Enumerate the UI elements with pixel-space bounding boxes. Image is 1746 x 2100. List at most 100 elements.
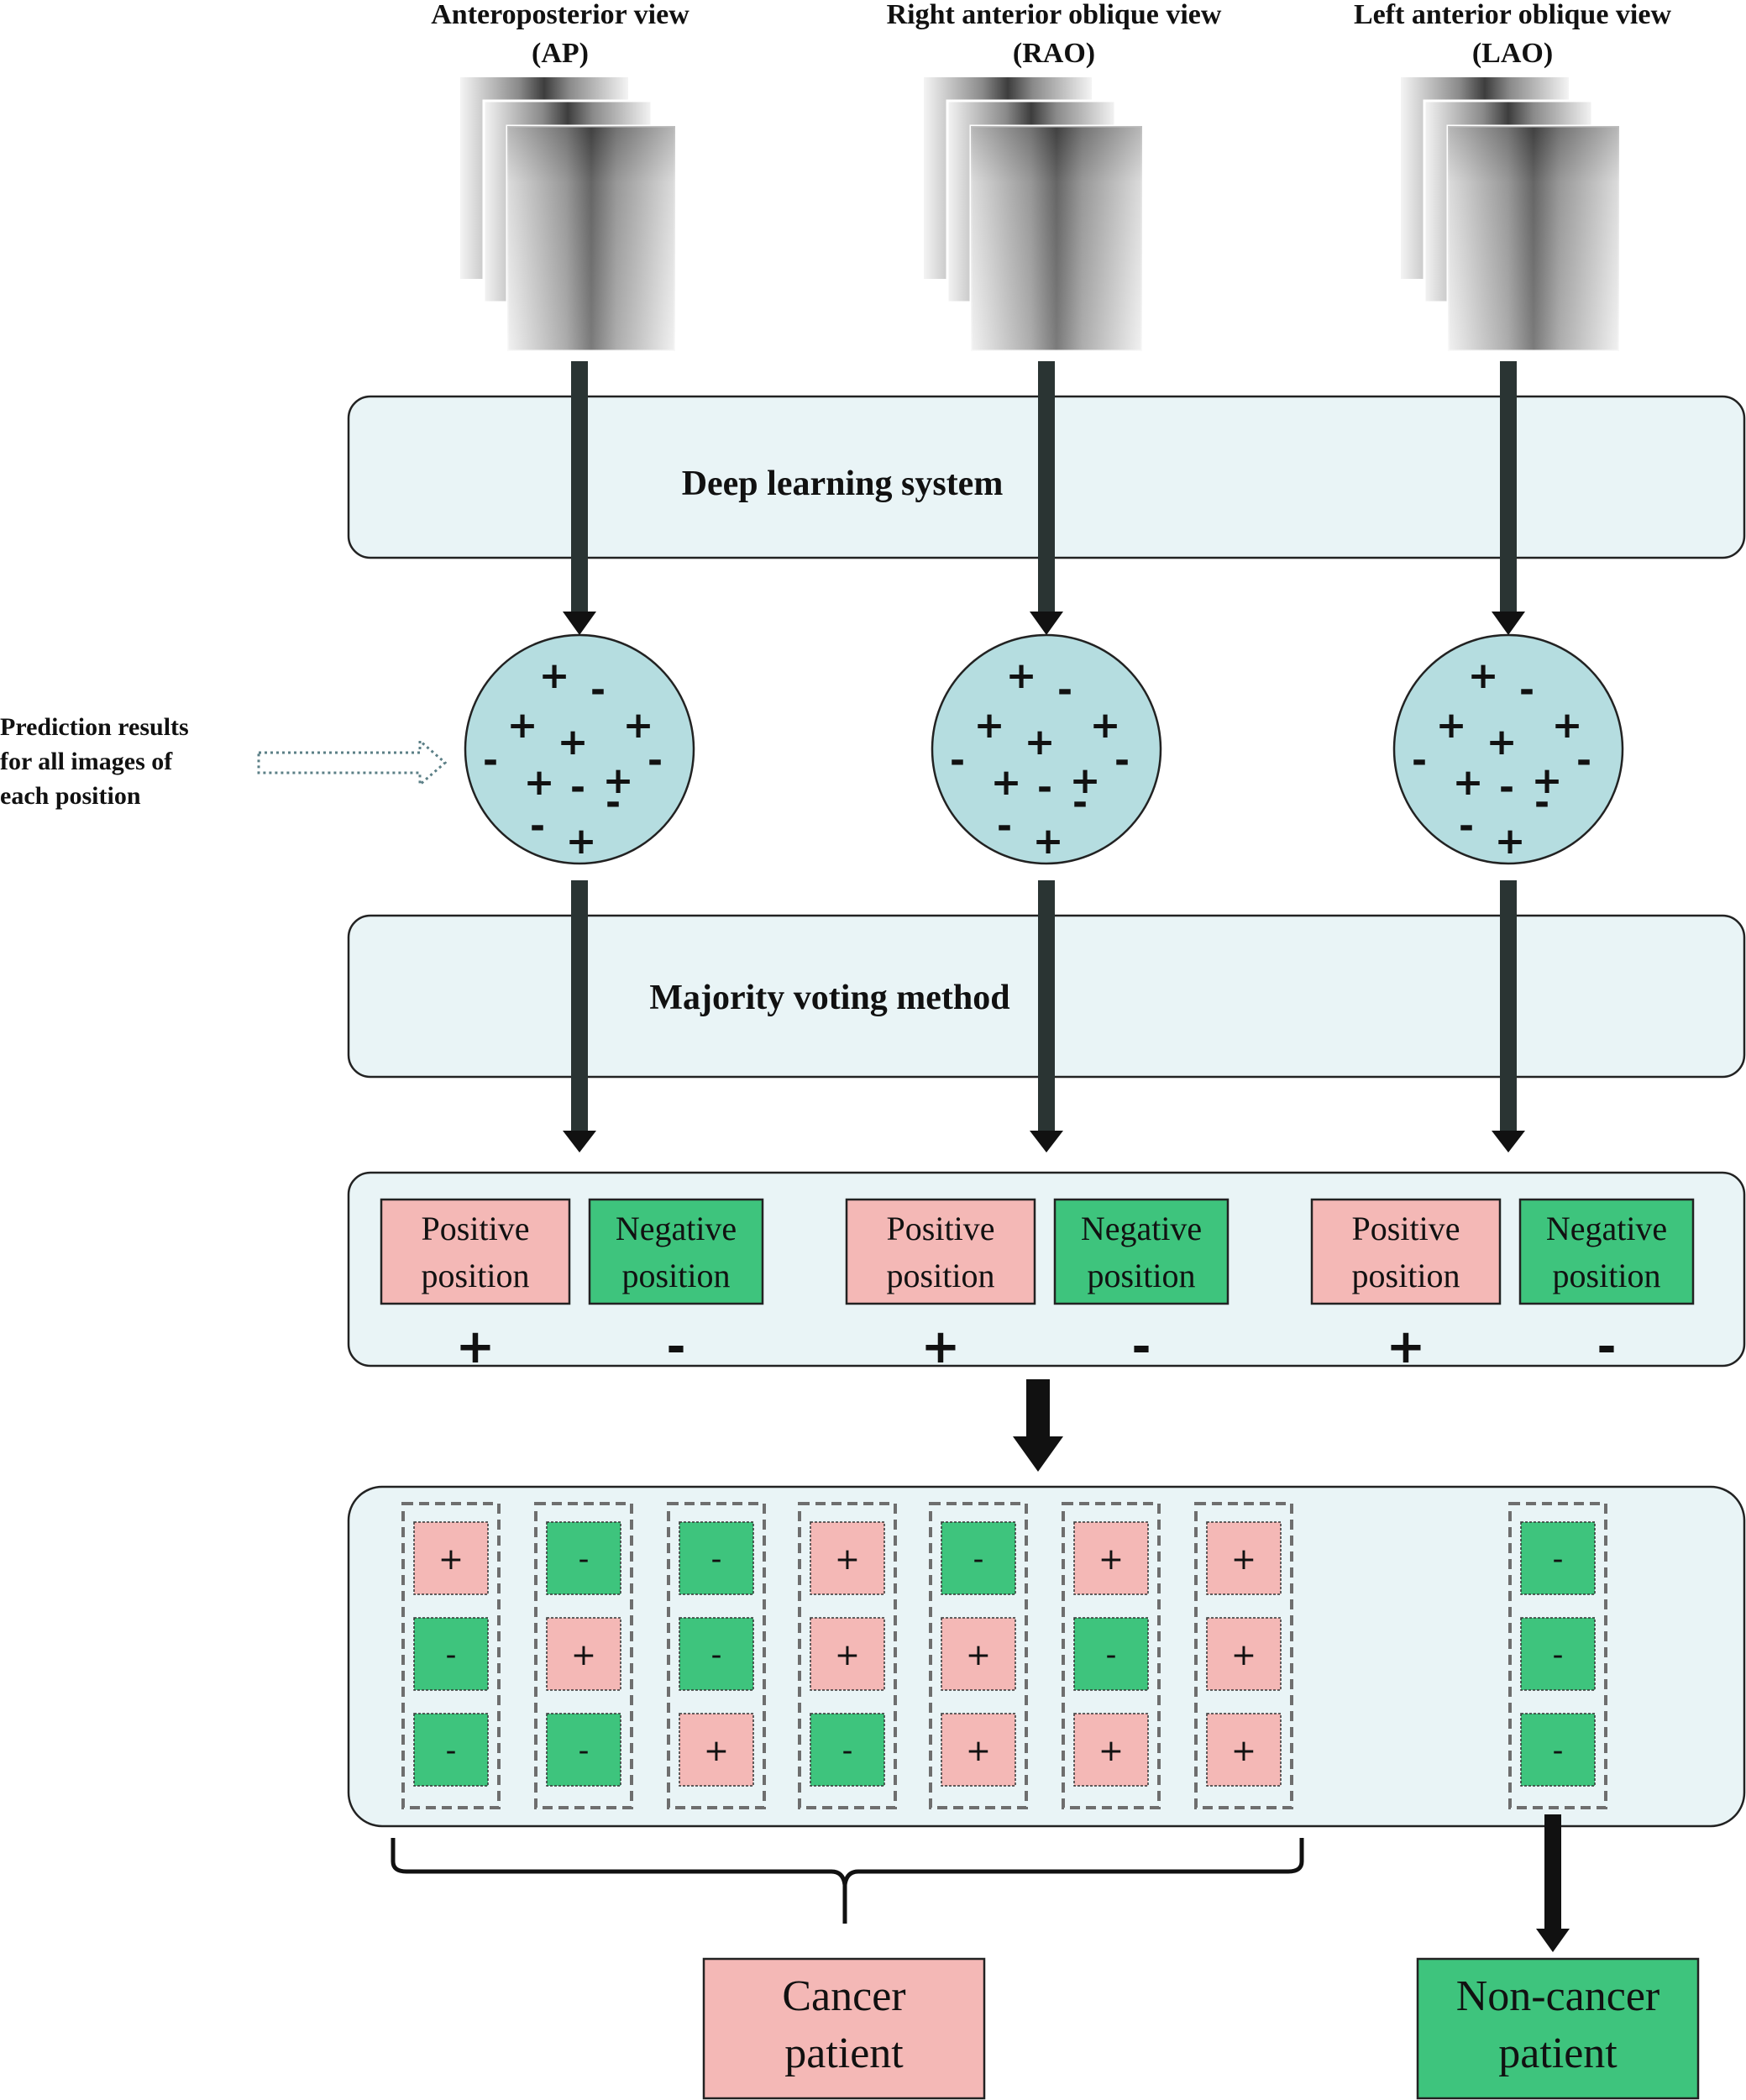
negative-cell (679, 1521, 754, 1595)
cell-sign: - (1553, 1734, 1564, 1768)
negative-label-1: Negative (1546, 1210, 1667, 1247)
prediction-sign: - (1114, 739, 1130, 782)
cell-sign: - (579, 1734, 590, 1768)
positive-cell (810, 1617, 885, 1691)
positive-cell (1073, 1713, 1149, 1787)
prediction-sign: + (1070, 759, 1101, 802)
combination-columns: +---+---+++--+++-++++--- (401, 1502, 1607, 1809)
prediction-sign: - (590, 669, 606, 711)
negative-cell (546, 1521, 621, 1595)
deep-learning-label: Deep learning system (682, 465, 1004, 503)
prediction-circle-2: +-+++-+-+---+ (1392, 633, 1624, 865)
cancer-line-2: patient (784, 2029, 904, 2077)
prediction-sign: + (603, 759, 634, 802)
negative-sign: - (666, 1320, 685, 1374)
prediction-sign: + (1552, 704, 1583, 747)
prediction-sign: - (997, 805, 1012, 848)
prediction-sign: - (530, 805, 545, 848)
prediction-sign: + (1532, 759, 1563, 802)
positive-label-2: position (887, 1257, 995, 1294)
negative-cell (413, 1713, 489, 1787)
prediction-sign: + (1495, 820, 1526, 863)
positive-position-box (1310, 1198, 1502, 1305)
negative-sign: - (1131, 1320, 1151, 1374)
negative-cell (941, 1521, 1016, 1595)
negative-cell (1520, 1521, 1596, 1595)
cancer-patient-box: Cancer patient (702, 1957, 986, 2100)
prediction-sign: + (623, 704, 654, 747)
positive-cell (1206, 1713, 1282, 1787)
cell-sign: + (1098, 1734, 1124, 1768)
combination-frame (401, 1502, 501, 1809)
prediction-circle-1: +-+++-+-+---+ (931, 633, 1162, 865)
combination-column-6: +++ (1194, 1502, 1293, 1809)
cell-sign: - (446, 1638, 457, 1672)
positive-cell (546, 1617, 621, 1691)
cell-sign: - (711, 1542, 722, 1577)
position-boxes: Positiveposition+Negativeposition-Positi… (380, 1198, 1695, 1374)
positive-cell (1073, 1521, 1149, 1595)
combination-frame (1062, 1502, 1161, 1809)
negative-label-2: position (1088, 1257, 1196, 1294)
cell-sign: - (842, 1734, 853, 1768)
cell-sign: - (1553, 1638, 1564, 1672)
cell-sign: + (1231, 1542, 1256, 1577)
prediction-sign: - (1534, 781, 1549, 824)
prediction-sign: + (566, 820, 597, 863)
combination-frame (667, 1502, 766, 1809)
positive-sign: + (1387, 1320, 1426, 1374)
negative-cell (1073, 1617, 1149, 1691)
cell-sign: - (1106, 1638, 1117, 1672)
cell-sign: + (1231, 1638, 1256, 1672)
prediction-sign: + (1033, 820, 1064, 863)
combination-column-2: --+ (667, 1502, 766, 1809)
negative-position-box (1053, 1198, 1230, 1305)
prediction-sign: + (1006, 654, 1037, 697)
prediction-circles: +-+++-+-+---++-+++-+-+---++-+++-+-+---+ (464, 633, 1624, 865)
prediction-sign: - (1037, 766, 1052, 809)
negative-cell (810, 1713, 885, 1787)
prediction-note-line-2: for all images of (0, 748, 173, 775)
negative-cell (413, 1617, 489, 1691)
view-abbrev-ap: (AP) (532, 38, 589, 69)
negative-position-box (588, 1198, 764, 1305)
negative-position-box (1518, 1198, 1695, 1305)
cell-sign: + (1098, 1542, 1124, 1577)
prediction-sign: + (1468, 654, 1499, 697)
negative-cell (679, 1617, 754, 1691)
circle-shape (931, 633, 1162, 865)
cell-sign: - (579, 1542, 590, 1577)
prediction-sign: - (1412, 739, 1427, 782)
view-title-lao: Left anterior oblique view (1354, 0, 1671, 30)
prediction-circle-0: +-+++-+-+---+ (464, 633, 695, 865)
positive-cell (810, 1521, 885, 1595)
prediction-sign: - (570, 766, 585, 809)
combination-column-0: +-- (401, 1502, 501, 1809)
cell-sign: + (966, 1734, 991, 1768)
combination-frame (534, 1502, 633, 1809)
combination-frame (1194, 1502, 1293, 1809)
positive-position-box (380, 1198, 571, 1305)
positive-cell (941, 1713, 1016, 1787)
prediction-sign: - (648, 739, 663, 782)
prediction-note-line-3: each position (0, 782, 141, 810)
combination-column-3: ++- (798, 1502, 897, 1809)
combination-column-5: + - + (1062, 1502, 1161, 1809)
prediction-sign: + (1486, 721, 1518, 764)
positive-cell (413, 1521, 489, 1595)
combination-frame (929, 1502, 1028, 1809)
non-cancer-line-2: patient (1498, 2029, 1618, 2077)
prediction-sign: + (539, 654, 570, 697)
cell-sign: - (446, 1734, 457, 1768)
cancer-brace (391, 1838, 1304, 1924)
prediction-sign: + (558, 721, 589, 764)
view-abbrev-lao: (LAO) (1472, 38, 1553, 69)
cell-sign: + (835, 1542, 860, 1577)
arrows-deep-learning (563, 361, 1525, 635)
circle-shape (464, 633, 695, 865)
prediction-sign: + (507, 704, 538, 747)
